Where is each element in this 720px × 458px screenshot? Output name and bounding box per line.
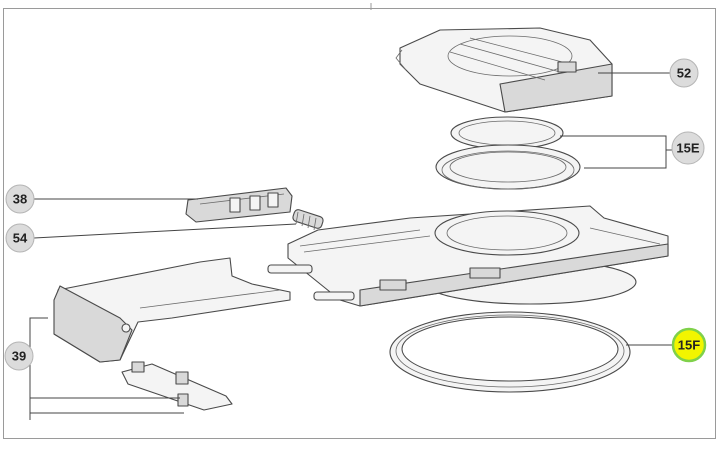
- callout-52-label: 52: [677, 66, 691, 81]
- callout-54-label: 54: [13, 231, 28, 246]
- callout-54[interactable]: 54: [5, 223, 35, 253]
- part-15e-rings: [435, 116, 581, 190]
- leader-54: [33, 223, 297, 239]
- diagram-frame: [3, 8, 716, 439]
- part-52-cover: [395, 27, 613, 113]
- callout-38-label: 38: [13, 192, 27, 207]
- part-54-spring: [292, 209, 324, 231]
- callout-15e-label: 15E: [676, 141, 699, 156]
- part-15f-ring: [389, 311, 631, 393]
- callout-39-label: 39: [12, 349, 26, 364]
- callout-15f-label: 15F: [678, 338, 700, 353]
- callout-38[interactable]: 38: [5, 184, 35, 214]
- callout-15e[interactable]: 15E: [671, 131, 705, 165]
- callout-15f[interactable]: 15F: [671, 327, 707, 363]
- part-39-handle: [53, 257, 291, 411]
- main-slide-plate: [267, 205, 669, 307]
- part-38-bracket: [185, 187, 293, 223]
- callout-52[interactable]: 52: [669, 58, 699, 88]
- callout-39[interactable]: 39: [4, 341, 34, 371]
